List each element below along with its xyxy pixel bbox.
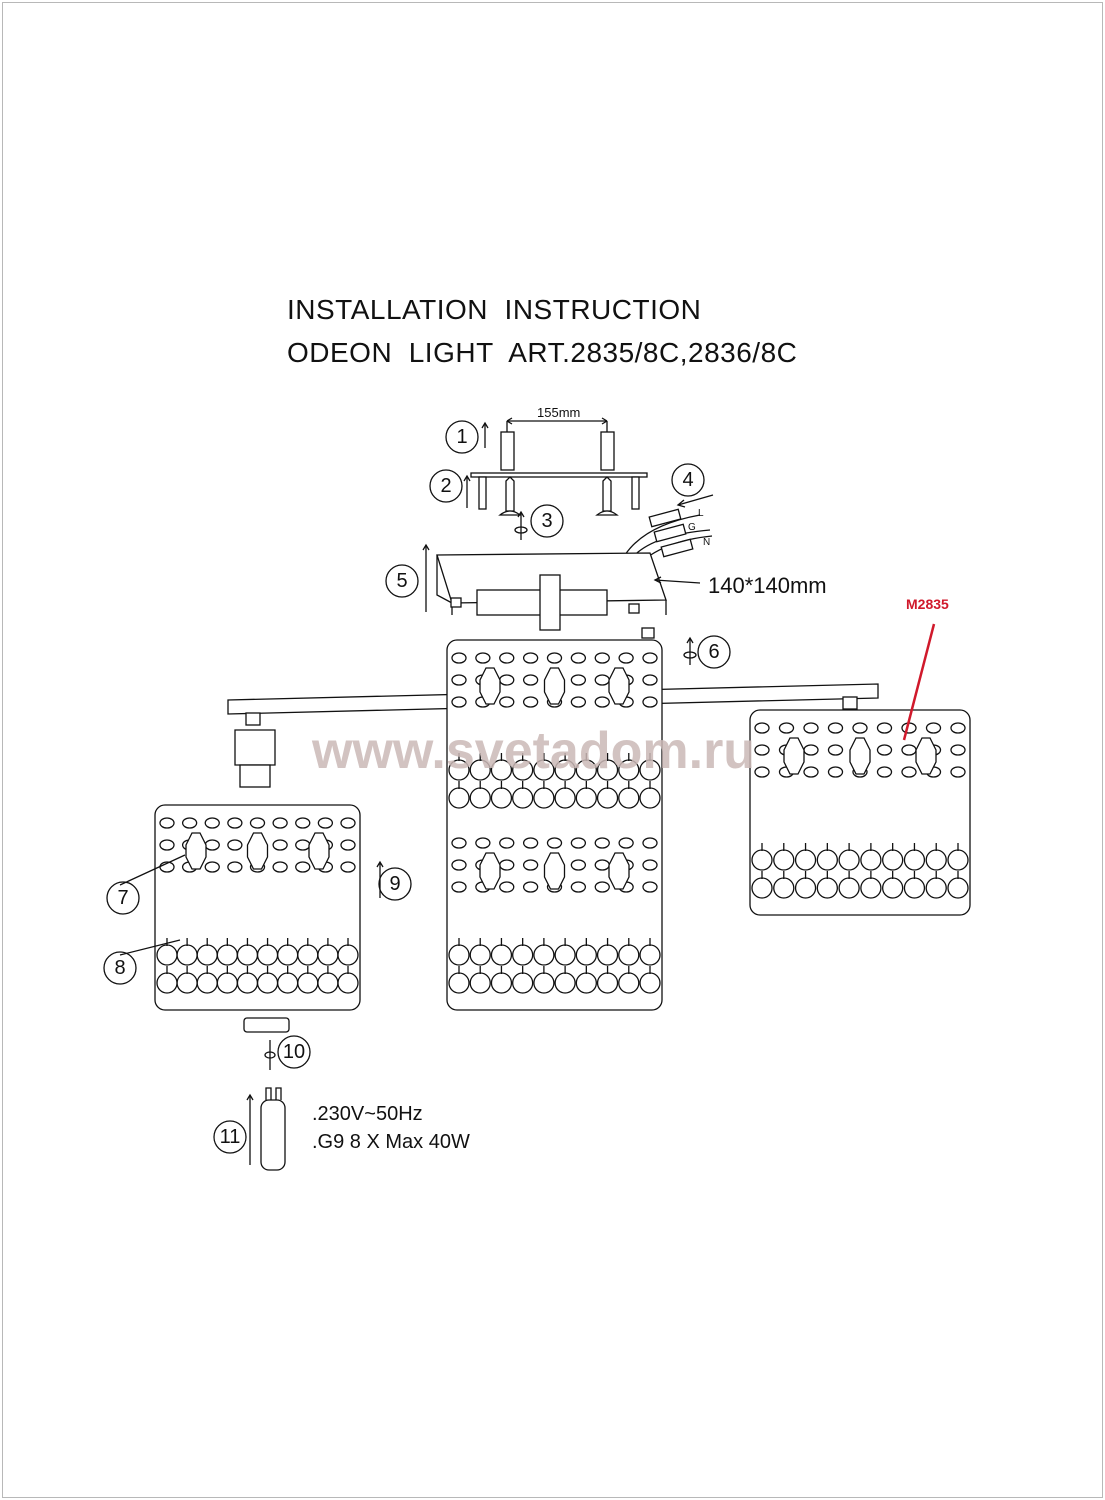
voltage-spec: .230V~50Hz — [312, 1103, 423, 1125]
crystal-octagon — [783, 737, 805, 775]
model-pointer — [902, 623, 936, 741]
step-number: 2 — [440, 475, 451, 497]
step-number: 5 — [396, 570, 407, 592]
step-number: 4 — [682, 469, 693, 491]
step-number: 8 — [114, 957, 125, 979]
crystal-octagon — [308, 832, 330, 870]
crystal-octagon — [608, 667, 630, 705]
crystal-octagon — [246, 832, 269, 870]
step-marker-10: 10 — [277, 1035, 311, 1069]
canopy-size-label: 140*140mm — [708, 573, 827, 598]
step-marker-8: 8 — [103, 951, 137, 985]
step-marker-11: 11 — [213, 1120, 247, 1154]
lamp-spec: .G9 8 X Max 40W — [312, 1131, 470, 1153]
step-marker-9: 9 — [378, 867, 412, 901]
anchor-spacing-label: 155mm — [537, 405, 580, 420]
step-marker-5: 5 — [385, 564, 419, 598]
crystal-octagon — [915, 737, 937, 775]
instruction-title: INSTALLATION INSTRUCTION — [287, 294, 702, 325]
wire-label-g: G — [688, 522, 696, 533]
step-marker-1: 1 — [445, 420, 479, 454]
model-label: M2835 — [906, 596, 949, 612]
step-marker-7: 7 — [106, 881, 140, 915]
g9-bulb — [243, 1017, 290, 1171]
step-number: 9 — [389, 873, 400, 895]
terminal-block: L G N — [624, 494, 714, 567]
arrow-up-icon — [376, 860, 384, 898]
crystal-octagon — [543, 852, 566, 890]
crystal-octagon — [479, 852, 501, 890]
wall-anchor — [500, 431, 515, 471]
wire-label-n: N — [703, 537, 710, 548]
wall-anchor — [600, 431, 615, 471]
step-marker-3: 3 — [530, 504, 564, 538]
socket-ring — [243, 1017, 290, 1033]
step-number: 1 — [456, 426, 467, 448]
leader-lines — [119, 854, 186, 956]
step-number: 3 — [541, 510, 552, 532]
step-number: 11 — [220, 1126, 241, 1148]
step-number: 10 — [283, 1041, 305, 1063]
mounting-bracket: 155mm — [463, 405, 648, 540]
crystal-shade — [749, 709, 971, 916]
step-marker-6: 6 — [697, 635, 731, 669]
crystal-shade — [154, 804, 361, 1011]
crystal-octagon — [543, 667, 566, 705]
step-marker-4: 4 — [671, 463, 705, 497]
canopy: 140*140mm — [422, 543, 827, 665]
wire-label-l: L — [698, 508, 704, 519]
step-marker-2: 2 — [429, 469, 463, 503]
crystal-octagon — [608, 852, 630, 890]
product-article: ODEON LIGHT ART.2835/8C,2836/8C — [287, 337, 798, 368]
crystal-octagon — [849, 737, 871, 775]
step-number: 6 — [708, 641, 719, 663]
crystal-octagon — [479, 667, 501, 705]
crystal-shade — [446, 639, 663, 1011]
crystal-octagon — [185, 832, 207, 870]
watermark: www.svetadom.ru — [311, 722, 755, 780]
step-number: 7 — [117, 887, 128, 909]
